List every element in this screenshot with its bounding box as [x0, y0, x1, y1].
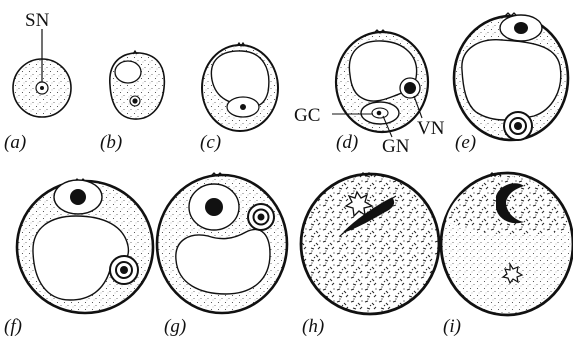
panel-f-cell — [17, 179, 153, 313]
panel-label-f: (f) — [4, 316, 22, 337]
panel-label-h: (h) — [302, 316, 324, 337]
vacuole — [115, 61, 141, 83]
vegetative-nucleus — [404, 82, 416, 94]
nucleus-dot — [132, 98, 137, 103]
panel-i-cell — [441, 173, 573, 315]
panel-label-a: (a) — [4, 132, 26, 153]
gn-label: GN — [382, 136, 410, 157]
generative-cell — [120, 266, 128, 274]
vegetative-nucleus — [70, 189, 86, 205]
panel-label-g: (g) — [164, 316, 186, 337]
generative-cell — [514, 122, 522, 130]
panel-label-c: (c) — [200, 132, 221, 153]
panel-label-b: (b) — [100, 132, 122, 153]
panel-c-cell — [202, 43, 278, 131]
panel-e-cell — [454, 13, 568, 140]
gc-label: GC — [294, 105, 320, 126]
panel-b-cell — [110, 51, 165, 119]
vegetative-nucleus — [514, 22, 528, 34]
panel-a-microspore: SN — [13, 10, 71, 117]
vn-label: VN — [417, 118, 445, 139]
vegetative-nucleus — [205, 198, 223, 216]
nucleolus — [40, 86, 44, 90]
panel-h-cell — [301, 173, 439, 314]
panel-label-d: (d) — [336, 132, 358, 153]
panel-label-e: (e) — [455, 132, 476, 153]
sn-label: SN — [25, 10, 50, 31]
generative-cell — [258, 214, 265, 221]
panel-d-cell: GC GN VN — [294, 30, 445, 157]
generative-nucleus — [377, 111, 382, 116]
panel-label-i: (i) — [443, 316, 461, 337]
panel-g-cell — [157, 173, 287, 313]
